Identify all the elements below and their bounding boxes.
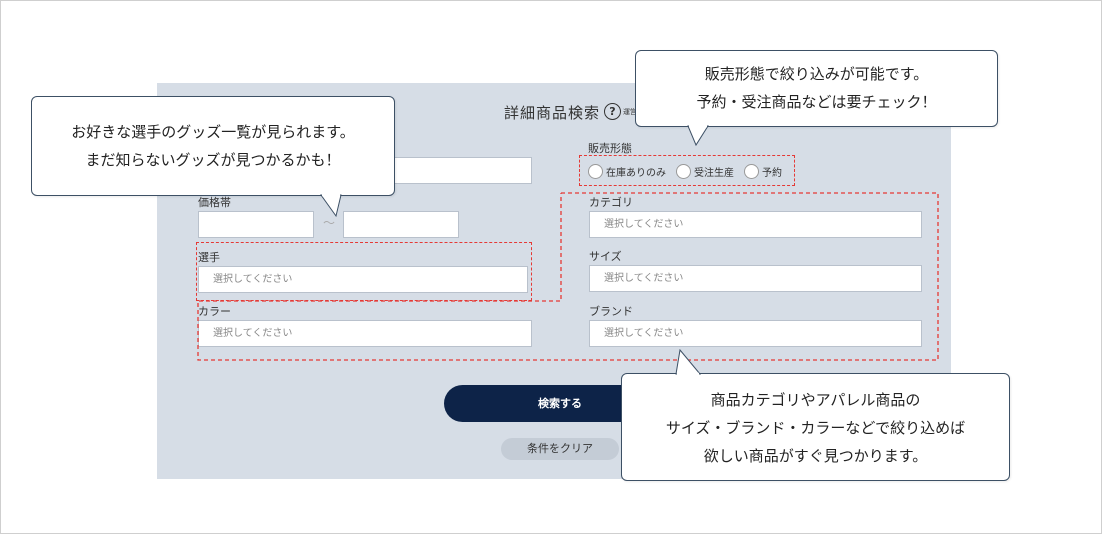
player-label: 選手 bbox=[198, 251, 220, 264]
callout-category-tail bbox=[675, 349, 702, 375]
radio-circle-icon bbox=[676, 163, 691, 179]
size-select[interactable]: 選択してください bbox=[589, 265, 922, 292]
highlight-sales-type bbox=[579, 155, 795, 186]
question-circle-icon[interactable]: ? bbox=[604, 103, 621, 120]
sales-type-options: 在庫ありのみ 受注生産 予約 bbox=[588, 161, 782, 181]
brand-select[interactable]: 選択してください bbox=[589, 320, 922, 347]
help-text: 運営 bbox=[623, 108, 637, 116]
price-label: 価格帯 bbox=[198, 196, 231, 209]
brand-label: ブランド bbox=[589, 305, 633, 318]
player-select[interactable]: 選択してください bbox=[198, 266, 528, 293]
color-label: カラー bbox=[198, 305, 231, 318]
price-max-input[interactable] bbox=[343, 211, 459, 238]
size-label: サイズ bbox=[589, 250, 622, 263]
category-label: カテゴリ bbox=[589, 196, 633, 209]
color-select[interactable]: 選択してください bbox=[198, 320, 532, 347]
category-select[interactable]: 選択してください bbox=[589, 211, 922, 238]
callout-sales-type: 販売形態で絞り込みが可能です。 予約・受注商品などは要チェック！ bbox=[635, 50, 998, 127]
radio-made-to-order[interactable]: 受注生産 bbox=[676, 163, 734, 179]
radio-in-stock[interactable]: 在庫ありのみ bbox=[588, 163, 666, 179]
sales-type-label: 販売形態 bbox=[588, 142, 632, 155]
clear-conditions-button[interactable]: 条件をクリア bbox=[501, 438, 619, 460]
radio-circle-icon bbox=[588, 163, 603, 179]
price-min-input[interactable] bbox=[198, 211, 314, 238]
callout-category: 商品カテゴリやアパレル商品の サイズ・ブランド・カラーなどで絞り込めば 欲しい商… bbox=[621, 373, 1010, 481]
page-title: 詳細商品検索 bbox=[504, 104, 601, 122]
callout-sales-tail bbox=[687, 125, 709, 147]
radio-preorder[interactable]: 予約 bbox=[744, 163, 782, 179]
callout-player-tail bbox=[320, 194, 342, 218]
radio-circle-icon bbox=[744, 163, 759, 179]
callout-player: お好きな選手のグッズ一覧が見られます。 まだ知らないグッズが見つかるかも！ bbox=[31, 96, 395, 196]
price-separator: 〜 bbox=[323, 216, 336, 230]
